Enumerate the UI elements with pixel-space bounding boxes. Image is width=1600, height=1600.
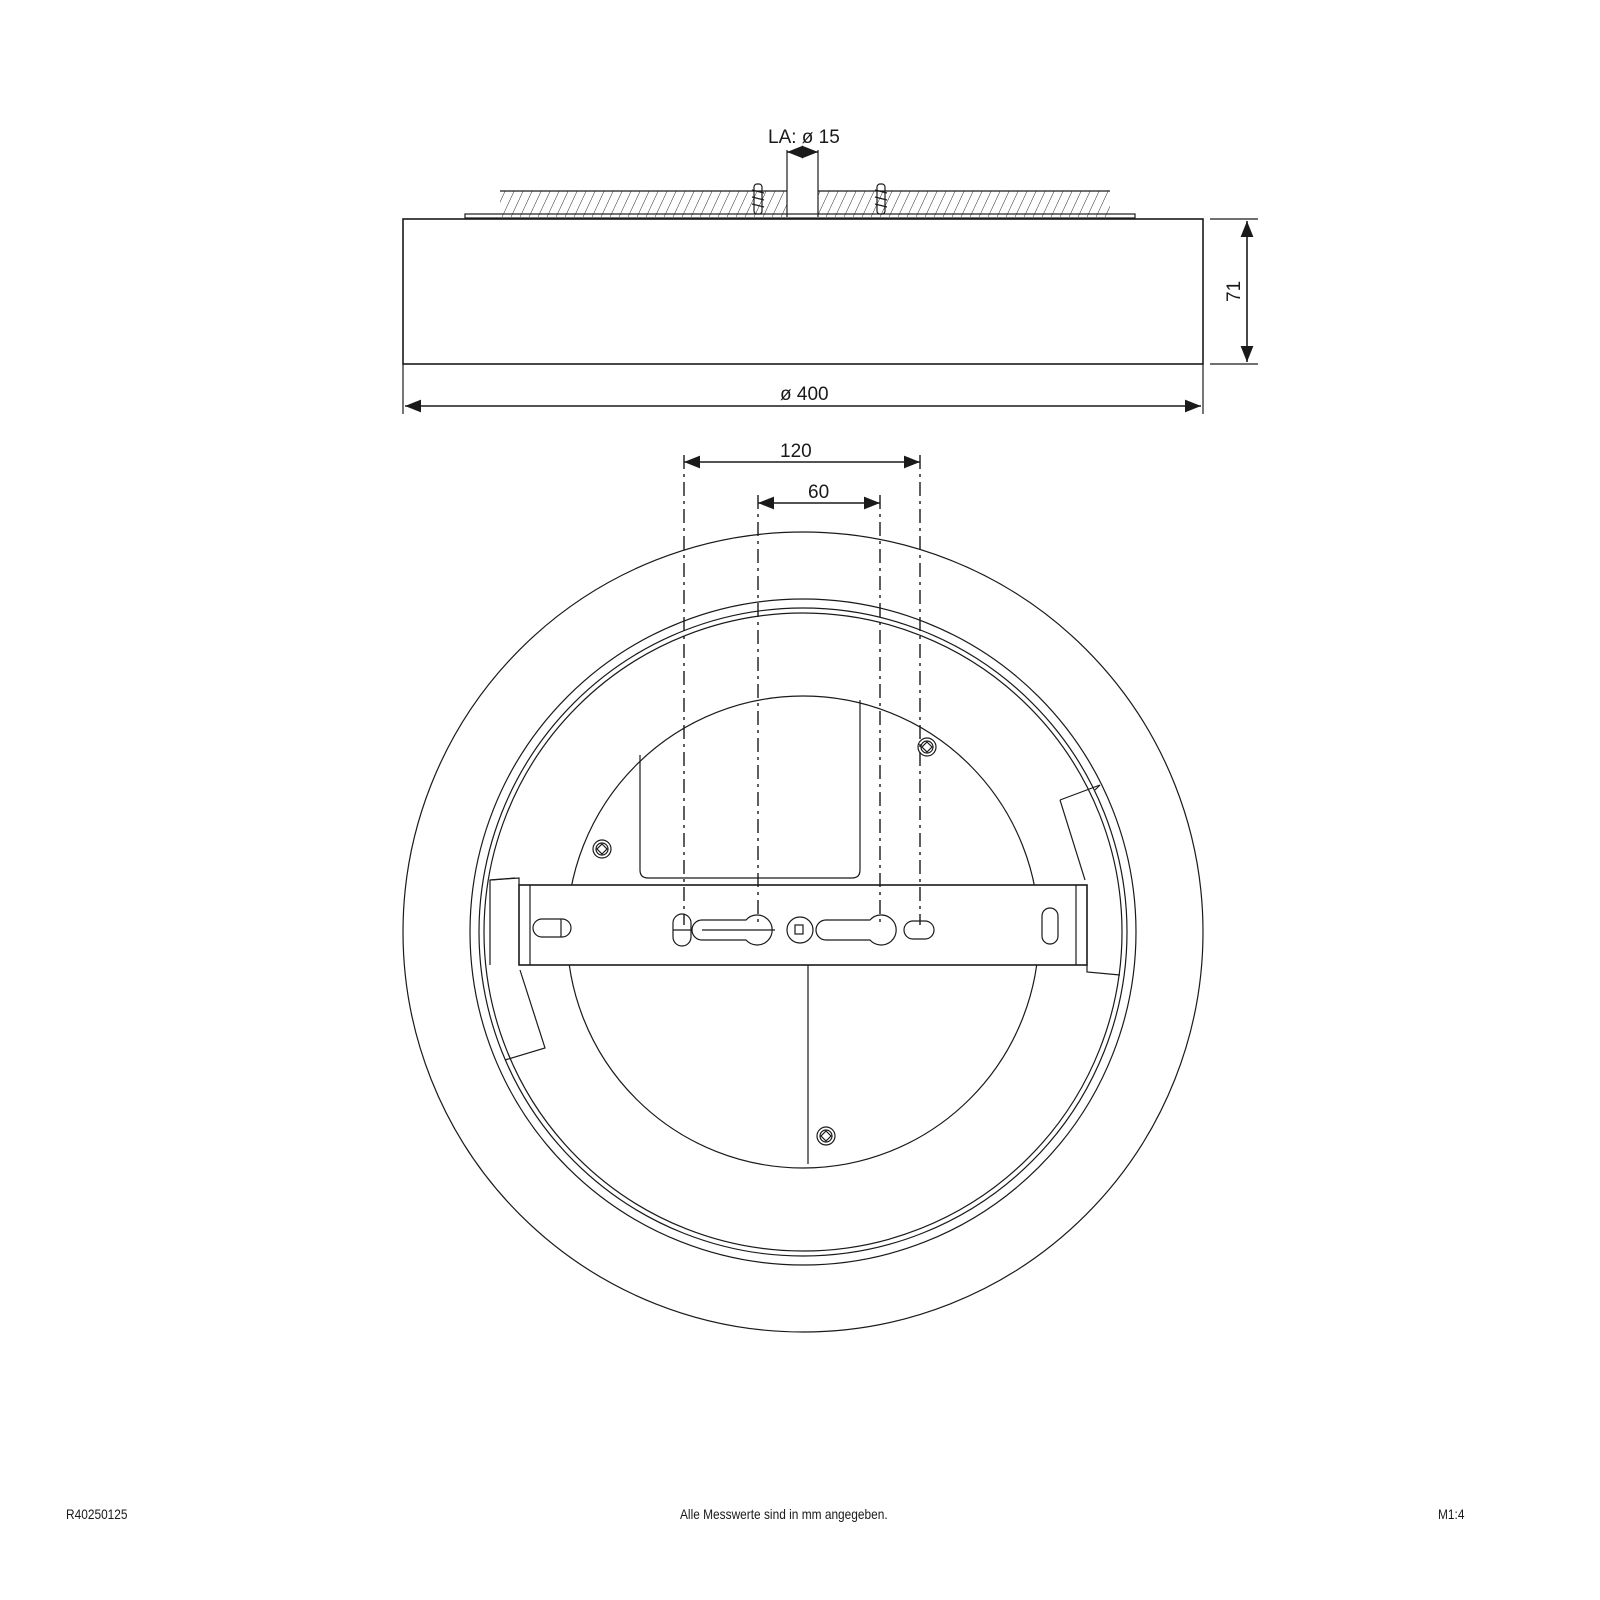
- ceiling-hatch-right: [818, 191, 1110, 217]
- inner-spacing-label: 60: [808, 482, 829, 503]
- bracket-slot: [532, 918, 572, 938]
- mounting-bracket: [518, 884, 1088, 966]
- screw-icon: [874, 183, 888, 215]
- screw-icon: [751, 183, 765, 215]
- bracket-slot: [1041, 907, 1059, 945]
- bracket-slot: [903, 920, 935, 940]
- ring-clip-right: [1059, 784, 1101, 801]
- center-hole: [786, 916, 814, 944]
- diffuser-ring: [469, 598, 1137, 1266]
- screw-head-icon: [592, 839, 612, 859]
- outer-spacing-label: 120: [780, 441, 812, 462]
- measurement-note: Alle Messwerte sind in mm angegeben.: [680, 1506, 888, 1522]
- cable-entry-label: LA: ø 15: [768, 127, 840, 148]
- side-view: LA: ø 15 ø 400 71: [402, 127, 1258, 414]
- outer-housing-circle: [402, 531, 1204, 1333]
- scale-label: M1:4: [1438, 1506, 1465, 1522]
- screw-head-icon: [816, 1126, 836, 1146]
- ring-clip-left: [504, 969, 546, 1061]
- article-number: R40250125: [66, 1506, 128, 1522]
- terminal-cutout: [639, 700, 861, 879]
- diameter-label: ø 400: [780, 384, 829, 405]
- keyhole-slot: [691, 914, 773, 946]
- ceiling-hatch-left: [500, 191, 787, 217]
- screw-head-icon: [917, 737, 937, 757]
- height-label: 71: [1224, 281, 1245, 302]
- keyhole-slot: [815, 914, 897, 946]
- luminaire-body-side: [402, 218, 1204, 365]
- top-view: 120 60: [402, 441, 1204, 1333]
